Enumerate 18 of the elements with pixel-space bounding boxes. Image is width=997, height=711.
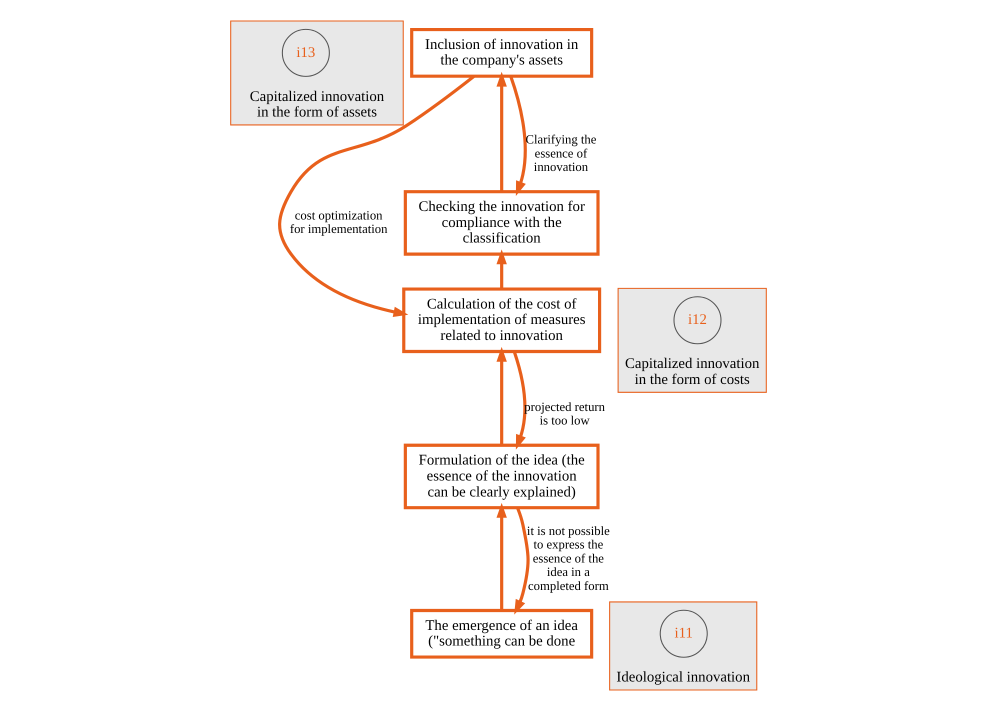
- node-box: Calculation of the cost of implementation of measures related to innovation: [402, 287, 602, 354]
- node-circle: i13: [282, 28, 330, 77]
- node-box: Checking the innovation for compliance with the classification: [404, 190, 600, 256]
- edge-label: cost optimization for implementation: [290, 208, 388, 236]
- node-circle: i12: [673, 296, 722, 344]
- arrow: [509, 76, 527, 196]
- node-circle: i11: [660, 610, 708, 658]
- node-box: Formulation of the idea (the essence of the innovation can be clearly explained): [404, 444, 600, 510]
- arrow: [496, 249, 507, 289]
- edge-label: it is not possible to express the essence of the idea in a completed form: [526, 524, 610, 593]
- node-box: Inclusion of innovation in the company's assets: [410, 28, 594, 78]
- arrow: [496, 346, 507, 445]
- node-box: The emergence of an idea ("something can be done: [410, 608, 594, 659]
- arrow: [278, 75, 475, 317]
- arrow: [496, 502, 507, 610]
- arrow: [496, 72, 507, 192]
- arrow: [512, 351, 526, 450]
- arrow: [514, 507, 530, 615]
